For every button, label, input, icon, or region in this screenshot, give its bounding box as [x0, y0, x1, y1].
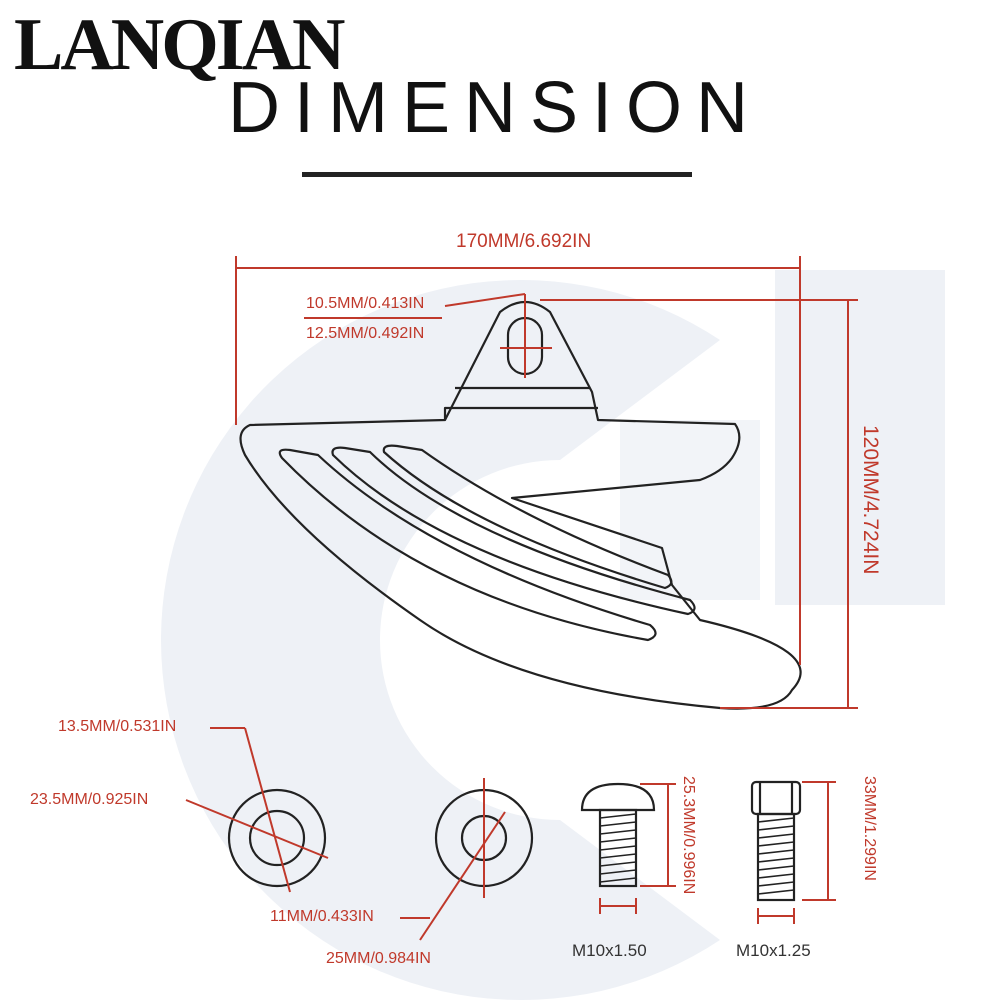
guard-width-label: 170MM/6.692IN [456, 231, 592, 252]
bolt-1-thread-label: M10x1.50 [572, 941, 647, 960]
title-underline [302, 172, 692, 177]
watermark-block [775, 270, 945, 605]
bolt-2 [750, 780, 802, 902]
brand-logo: LANQIAN [14, 4, 345, 86]
guard-dimensions [235, 256, 858, 709]
washer-2-inner-dim [419, 811, 506, 941]
slot-width-label: 10.5MM/0.413IN [306, 295, 425, 312]
page-title: DIMENSION [228, 68, 763, 148]
washer-1-outer-label: 23.5MM/0.925IN [30, 791, 149, 808]
sprocket-guard [239, 300, 802, 710]
bolt-1-head [580, 782, 656, 812]
washer-2-inner-label: 11MM/0.433IN [270, 908, 374, 925]
bolt-2-dimensions [757, 781, 836, 924]
washer-1-outer [227, 788, 327, 888]
washer-1-inner-dim [244, 727, 291, 893]
guard-height-label: 120MM/4.724IN [859, 425, 882, 574]
bolt-1-shank [598, 808, 638, 888]
washer-1-inner [248, 809, 306, 867]
mount-tab-base [443, 386, 598, 420]
slot-leader [444, 293, 526, 307]
guard-rib [278, 448, 657, 642]
guard-rib [331, 446, 696, 616]
bolt-1-length-label: 25.3MM/0.996IN [680, 776, 697, 894]
bolt-1-dimensions [599, 783, 676, 914]
washer-1-outer-dim [185, 799, 329, 859]
washer-2 [400, 778, 534, 941]
guard-rib [382, 444, 673, 590]
bolt-2-thread-label: M10x1.25 [736, 941, 811, 960]
guard-outline [239, 300, 802, 710]
slot-length-label: 12.5MM/0.492IN [306, 325, 425, 342]
washer-1-inner-label: 13.5MM/0.531IN [58, 718, 177, 735]
watermark-ring [161, 280, 720, 1000]
bolt-1 [580, 782, 656, 888]
bolt-2-length-label: 33MM/1.299IN [861, 776, 878, 881]
bolt-2-threads [757, 817, 795, 895]
washer-2-outer-label: 25MM/0.984IN [326, 950, 431, 967]
bolt-1-threads [599, 813, 637, 883]
washer-1 [185, 727, 329, 893]
bolt-2-shank [756, 812, 796, 902]
